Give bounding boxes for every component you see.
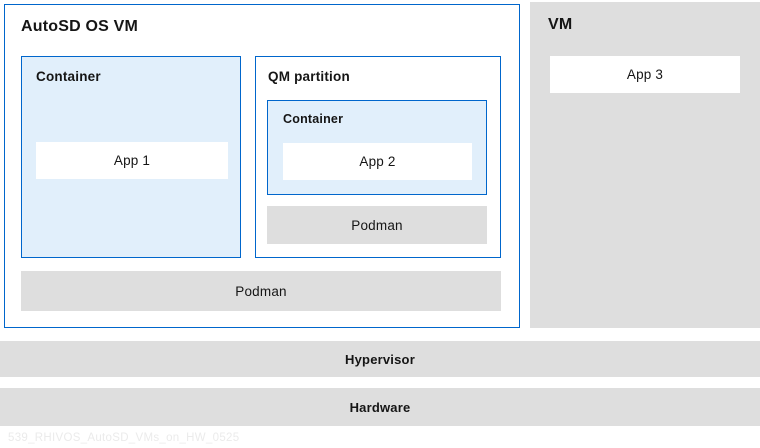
- app-1-label: App 1: [113, 153, 151, 168]
- autosd-os-vm-box: AutoSD OS VM Container App 1 QM partitio…: [4, 4, 520, 328]
- app-3-box: App 3: [550, 56, 740, 93]
- autosd-os-vm-title: AutoSD OS VM: [21, 18, 139, 35]
- hardware-label: Hardware: [349, 399, 411, 415]
- hardware-bar: Hardware: [0, 388, 760, 426]
- app-2-box: App 2: [283, 143, 472, 180]
- qm-container-title: Container: [283, 112, 344, 126]
- qm-container-box: Container App 2: [267, 100, 487, 195]
- watermark-text: 539_RHIVOS_AutoSD_VMs_on_HW_0525: [8, 432, 240, 444]
- qm-partition-title: QM partition: [268, 69, 350, 84]
- vm-title: VM: [548, 16, 573, 33]
- qm-partition-box: QM partition Container App 2 Podman: [255, 56, 501, 258]
- hypervisor-label: Hypervisor: [345, 351, 415, 367]
- container-1-title: Container: [36, 69, 101, 84]
- app-2-label: App 2: [359, 154, 396, 169]
- app-3-label: App 3: [626, 67, 664, 82]
- qm-podman-label: Podman: [351, 217, 403, 233]
- container-1-box: Container App 1: [21, 56, 241, 258]
- autosd-podman-box: Podman: [21, 271, 501, 311]
- qm-podman-box: Podman: [267, 206, 487, 244]
- vm-box: VM App 3: [530, 2, 760, 328]
- app-1-box: App 1: [36, 142, 228, 179]
- hypervisor-bar: Hypervisor: [0, 341, 760, 377]
- autosd-podman-label: Podman: [235, 283, 287, 299]
